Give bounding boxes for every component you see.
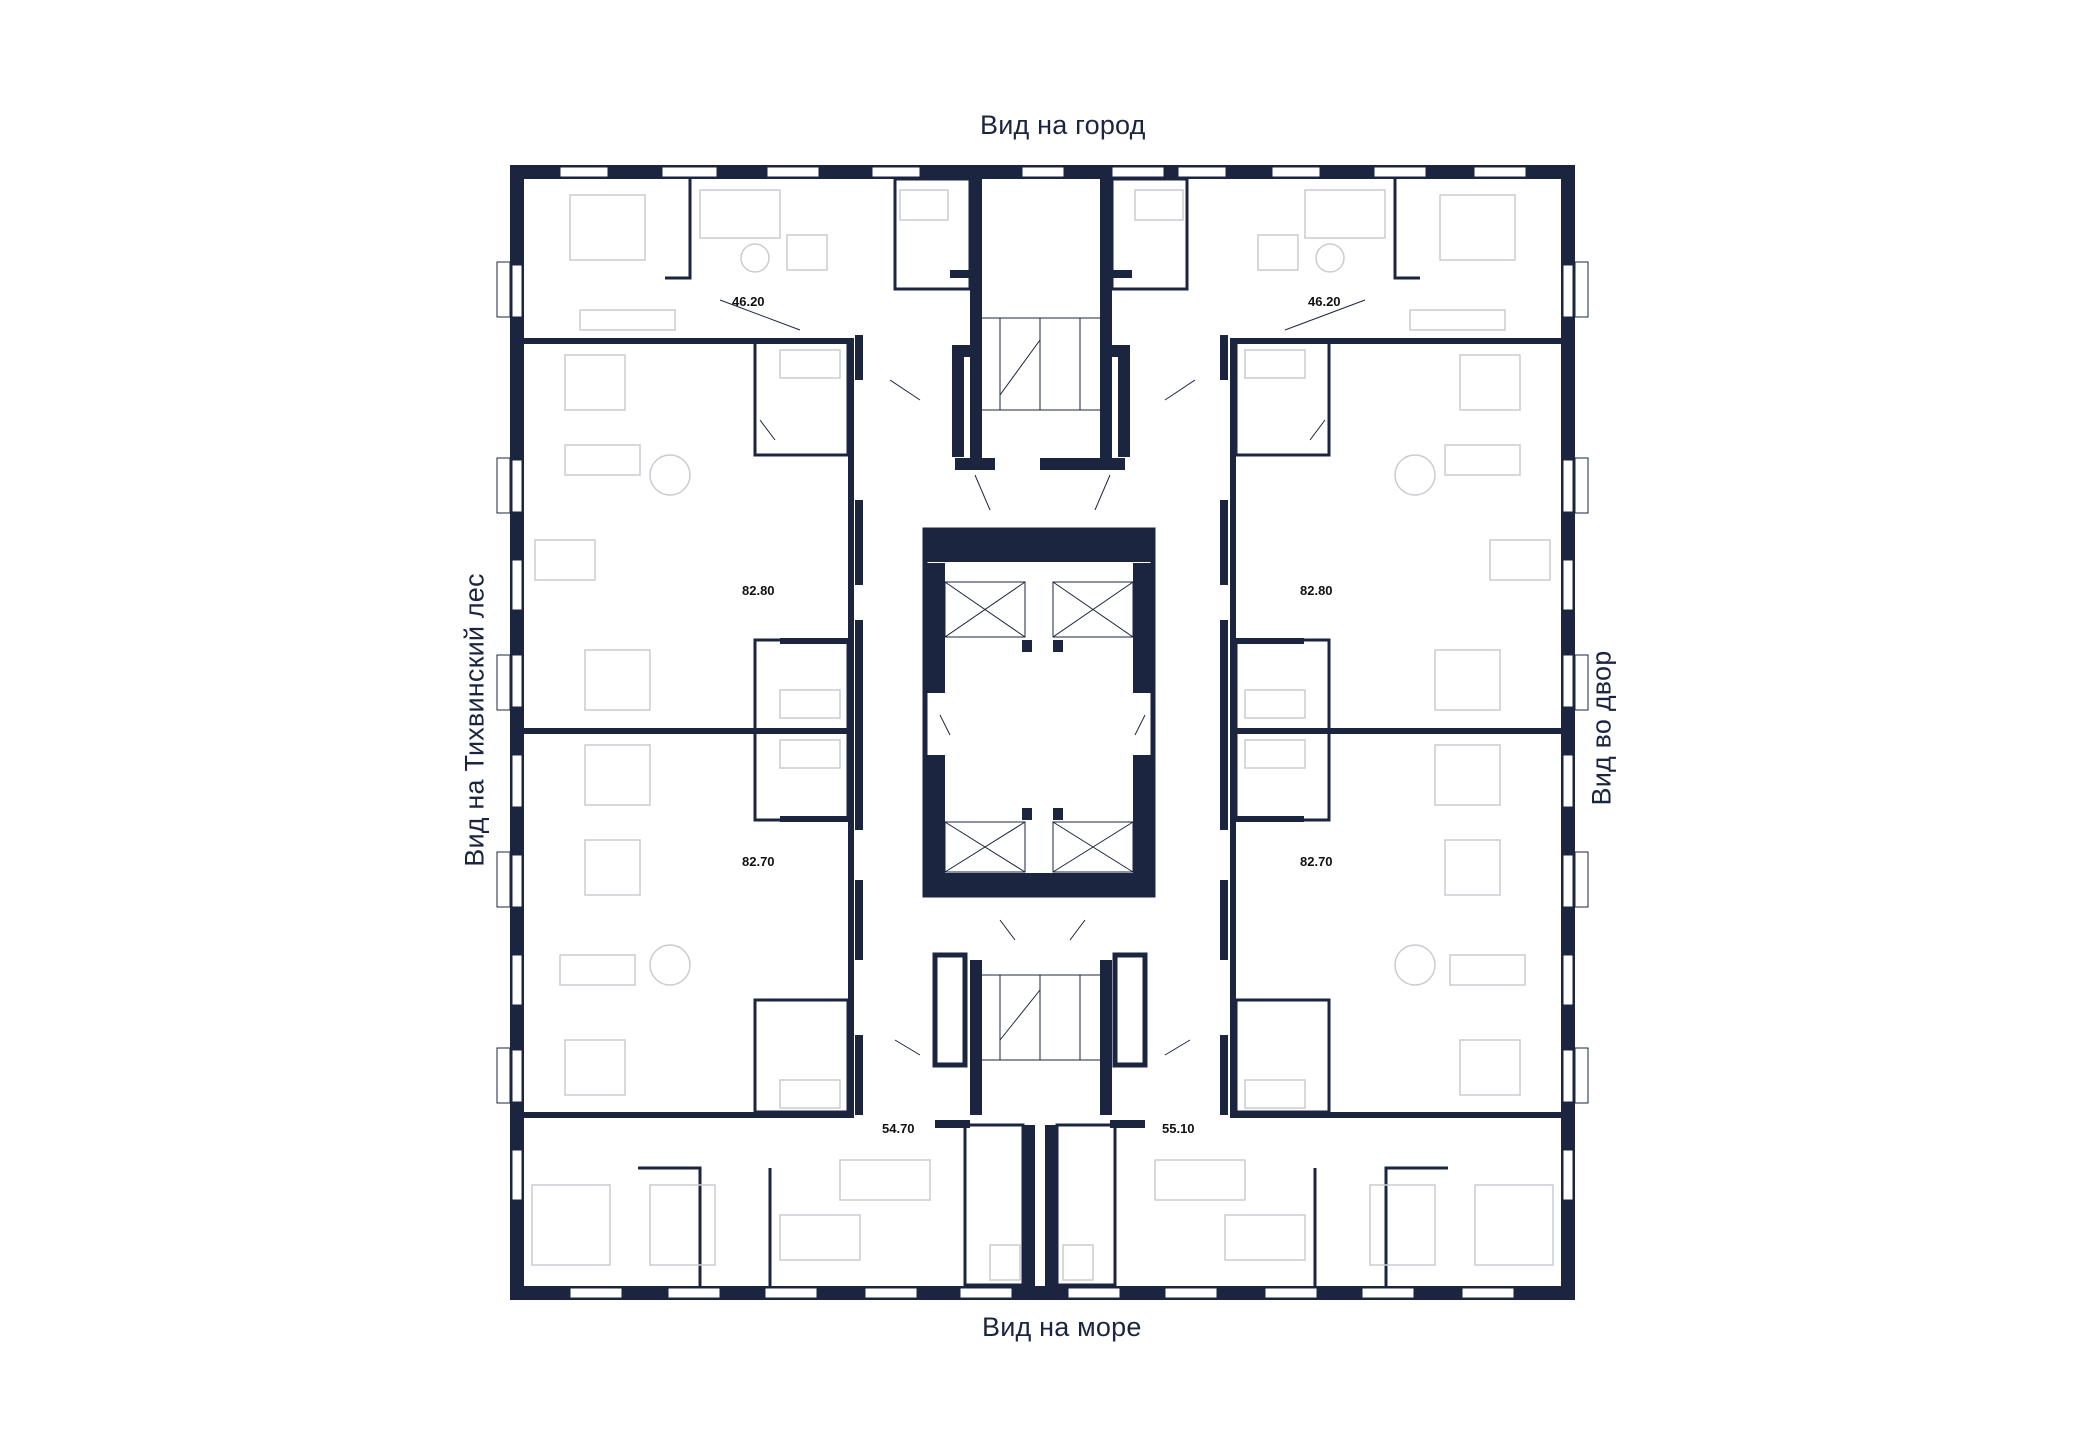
partitions-left — [524, 335, 863, 1118]
windows-bottom — [569, 1287, 1515, 1299]
view-label-top: Вид на город — [980, 110, 1146, 140]
view-label-right: Вид во двор — [1586, 650, 1617, 806]
elevator-core — [922, 527, 1156, 898]
wall-bottom-center — [1023, 1125, 1035, 1287]
furniture — [531, 189, 1554, 1281]
apartment-area-label: 82.80 — [742, 583, 775, 598]
apartment-area-label: 82.70 — [1300, 854, 1333, 869]
partitions-right — [1220, 335, 1561, 1118]
balconies — [496, 261, 1589, 1104]
stair-top — [952, 179, 1130, 470]
wall-bottom-center-2 — [1045, 1125, 1057, 1287]
stair-bottom — [932, 952, 1148, 1115]
partitions-top — [665, 177, 1420, 291]
apartment-area-label: 54.70 — [882, 1121, 915, 1136]
apartment-area-label: 82.70 — [742, 854, 775, 869]
apartment-area-label: 46.20 — [1308, 294, 1341, 309]
apartment-area-label: 55.10 — [1162, 1121, 1195, 1136]
partitions-bottom — [638, 1120, 1448, 1287]
windows-top — [559, 166, 1527, 178]
windows-right — [1562, 264, 1574, 1201]
apartment-area-label: 82.80 — [1300, 583, 1333, 598]
windows-left — [511, 264, 523, 1201]
door-swings — [719, 299, 1366, 1056]
apartment-area-label: 46.20 — [732, 294, 765, 309]
view-label-left: Вид на Тихвинский лес — [459, 573, 490, 867]
view-label-bottom: Вид на море — [982, 1312, 1142, 1342]
